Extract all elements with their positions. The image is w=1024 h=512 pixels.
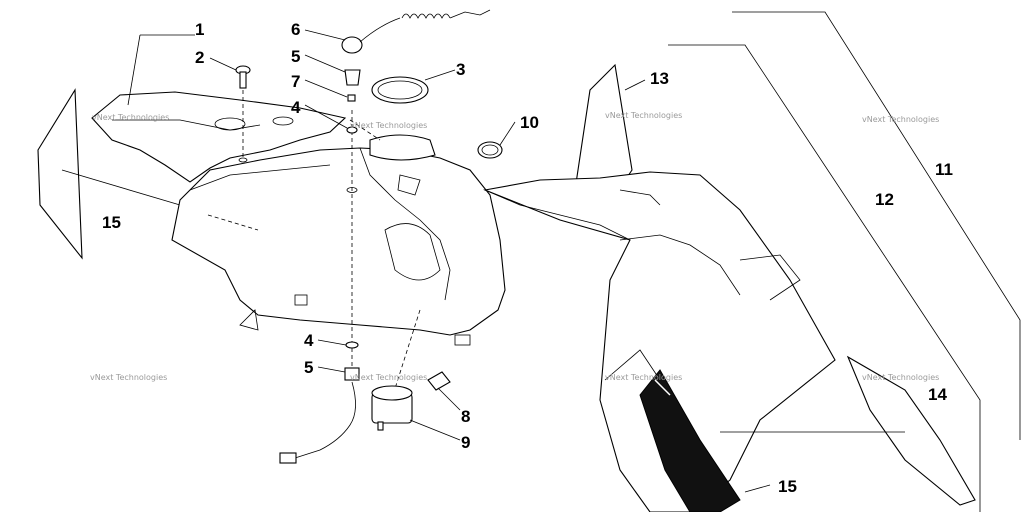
callout-4-lower: 4: [304, 331, 314, 350]
cowl-ridge: [619, 189, 661, 206]
leader-2: [209, 57, 237, 71]
part-15-decal: [639, 369, 741, 512]
callout-4-upper: 4: [291, 98, 301, 117]
hidden-line-2: [349, 119, 381, 141]
callout-10: 10: [520, 113, 539, 132]
leader-9: [409, 419, 461, 441]
callout-12: 12: [875, 190, 894, 209]
part-4-washer-lower: [345, 341, 359, 349]
callout-13: 13: [650, 69, 669, 88]
callout-5-lower: 5: [304, 358, 313, 377]
callout-9: 9: [461, 433, 470, 452]
cowl-edge: [484, 189, 631, 241]
part-10-gasket: [477, 141, 503, 159]
callout-8: 8: [461, 407, 470, 426]
part-5-plug-upper: [344, 69, 361, 86]
callout-14: 14: [928, 385, 947, 404]
mount-tab-left: [294, 294, 308, 306]
part-15-left-panel: [37, 88, 83, 260]
part-2-screw: [235, 65, 251, 158]
decal-stripe: [654, 379, 671, 396]
watermark-layer: vNext Technologies vNext Technologies vN…: [90, 111, 939, 382]
leader-15-left: [61, 169, 181, 206]
leader-1: [127, 34, 141, 106]
fuel-opening: [369, 134, 436, 161]
callout-15-right: 15: [778, 477, 797, 496]
console-cover-hole: [214, 117, 246, 131]
watermark: vNext Technologies: [350, 373, 427, 382]
hidden-line-1: [207, 214, 259, 231]
leader-5-lower: [317, 366, 346, 373]
watermark: vNext Technologies: [862, 115, 939, 124]
callout-2: 2: [195, 48, 204, 67]
leader-12: [668, 44, 981, 512]
leader-15-right: [744, 484, 771, 493]
leader-8: [437, 387, 461, 411]
housing-rim: [189, 164, 331, 191]
leader-5-upper: [304, 54, 346, 73]
callout-7: 7: [291, 72, 300, 91]
part-5-sensor-wire: [279, 367, 360, 464]
leader-4-upper: [304, 104, 348, 129]
housing-tab: [397, 174, 421, 196]
leader-10: [499, 121, 516, 146]
hidden-line-3: [384, 309, 421, 421]
console-cover-slot: [272, 116, 294, 126]
console-cover-rib: [112, 119, 261, 131]
leader-6: [304, 29, 346, 41]
mount-foot: [239, 309, 259, 331]
leader-13: [624, 79, 646, 91]
watermark: vNext Technologies: [90, 373, 167, 382]
part-9-connector: [371, 385, 413, 431]
callout-6: 6: [291, 20, 300, 39]
callout-5-upper: 5: [291, 47, 300, 66]
cowl-contour: [619, 234, 741, 296]
part-4-washer-upper: [346, 126, 358, 134]
housing-recess: [384, 223, 441, 281]
callout-15-left: 15: [102, 213, 121, 232]
front-cowl-assembly: [483, 171, 836, 512]
part-3-ring: [371, 76, 429, 104]
watermark: vNext Technologies: [862, 373, 939, 382]
watermark: vNext Technologies: [605, 111, 682, 120]
leader-7: [304, 79, 348, 98]
part-6-cap-tether: [341, 9, 491, 54]
housing-contour: [359, 147, 451, 301]
callout-11: 11: [935, 160, 953, 179]
part-14-panel: [846, 355, 976, 506]
cowl-notch: [604, 349, 661, 381]
watermark: vNext Technologies: [605, 373, 682, 382]
leader-11: [732, 11, 1021, 440]
leader-3: [424, 69, 456, 81]
cowl-vent: [739, 254, 801, 301]
main-console-body: [171, 147, 506, 336]
watermark: vNext Technologies: [350, 121, 427, 130]
callout-1: 1: [195, 20, 204, 39]
callout-3: 3: [456, 60, 465, 79]
part-7-nut: [347, 94, 356, 102]
part-8-bracket: [427, 371, 451, 391]
mount-tab-right: [454, 334, 471, 346]
hole-screw: [238, 157, 248, 163]
watermark: vNext Technologies: [92, 113, 169, 122]
part-1-console-cover: [91, 91, 347, 183]
leader-4-lower: [317, 339, 347, 346]
